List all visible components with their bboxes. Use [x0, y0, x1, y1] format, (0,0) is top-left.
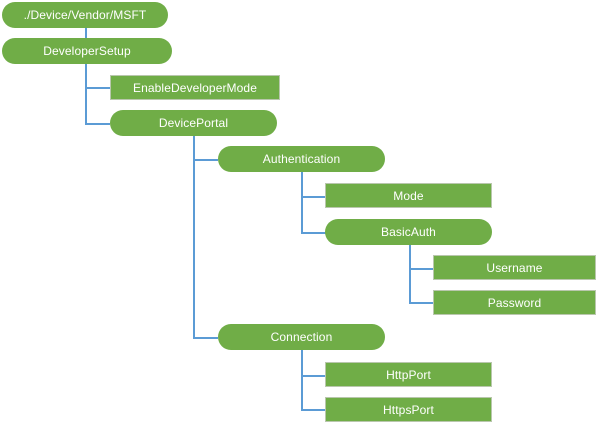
- node-deviceportal[interactable]: DevicePortal: [110, 110, 277, 136]
- node-httpport[interactable]: HttpPort: [325, 362, 492, 387]
- node-mode[interactable]: Mode: [325, 183, 492, 208]
- node-username[interactable]: Username: [433, 255, 596, 280]
- connector-connection-to-httpsport: [301, 409, 326, 411]
- connector-authentication-to-basicauth: [301, 232, 326, 234]
- connector-connection-trunk: [301, 350, 303, 410]
- node-authentication[interactable]: Authentication: [218, 146, 385, 172]
- node-basicauth[interactable]: BasicAuth: [325, 219, 492, 245]
- node-httpsport[interactable]: HttpsPort: [325, 397, 492, 422]
- connector-developersetup-to-deviceportal: [85, 123, 110, 125]
- node-password[interactable]: Password: [433, 290, 596, 315]
- connector-basicauth-to-password: [409, 302, 434, 304]
- node-connection[interactable]: Connection: [218, 324, 385, 350]
- connector-basicauth-trunk: [409, 245, 411, 303]
- connector-connection-to-httpport: [301, 375, 326, 377]
- connector-developersetup-to-enablemode: [85, 87, 110, 89]
- connector-developersetup-trunk: [85, 64, 87, 124]
- node-developersetup[interactable]: DeveloperSetup: [2, 38, 172, 64]
- connector-authentication-to-mode: [301, 196, 326, 198]
- node-root[interactable]: ./Device/Vendor/MSFT: [2, 2, 168, 28]
- connector-deviceportal-trunk: [193, 136, 195, 338]
- connector-authentication-trunk: [301, 172, 303, 233]
- connector-deviceportal-to-connection: [193, 337, 218, 339]
- connector-basicauth-to-username: [409, 268, 434, 270]
- connector-root-to-developersetup: [85, 28, 87, 38]
- connector-deviceportal-to-authentication: [193, 159, 218, 161]
- node-enabledevelopermode[interactable]: EnableDeveloperMode: [110, 75, 280, 100]
